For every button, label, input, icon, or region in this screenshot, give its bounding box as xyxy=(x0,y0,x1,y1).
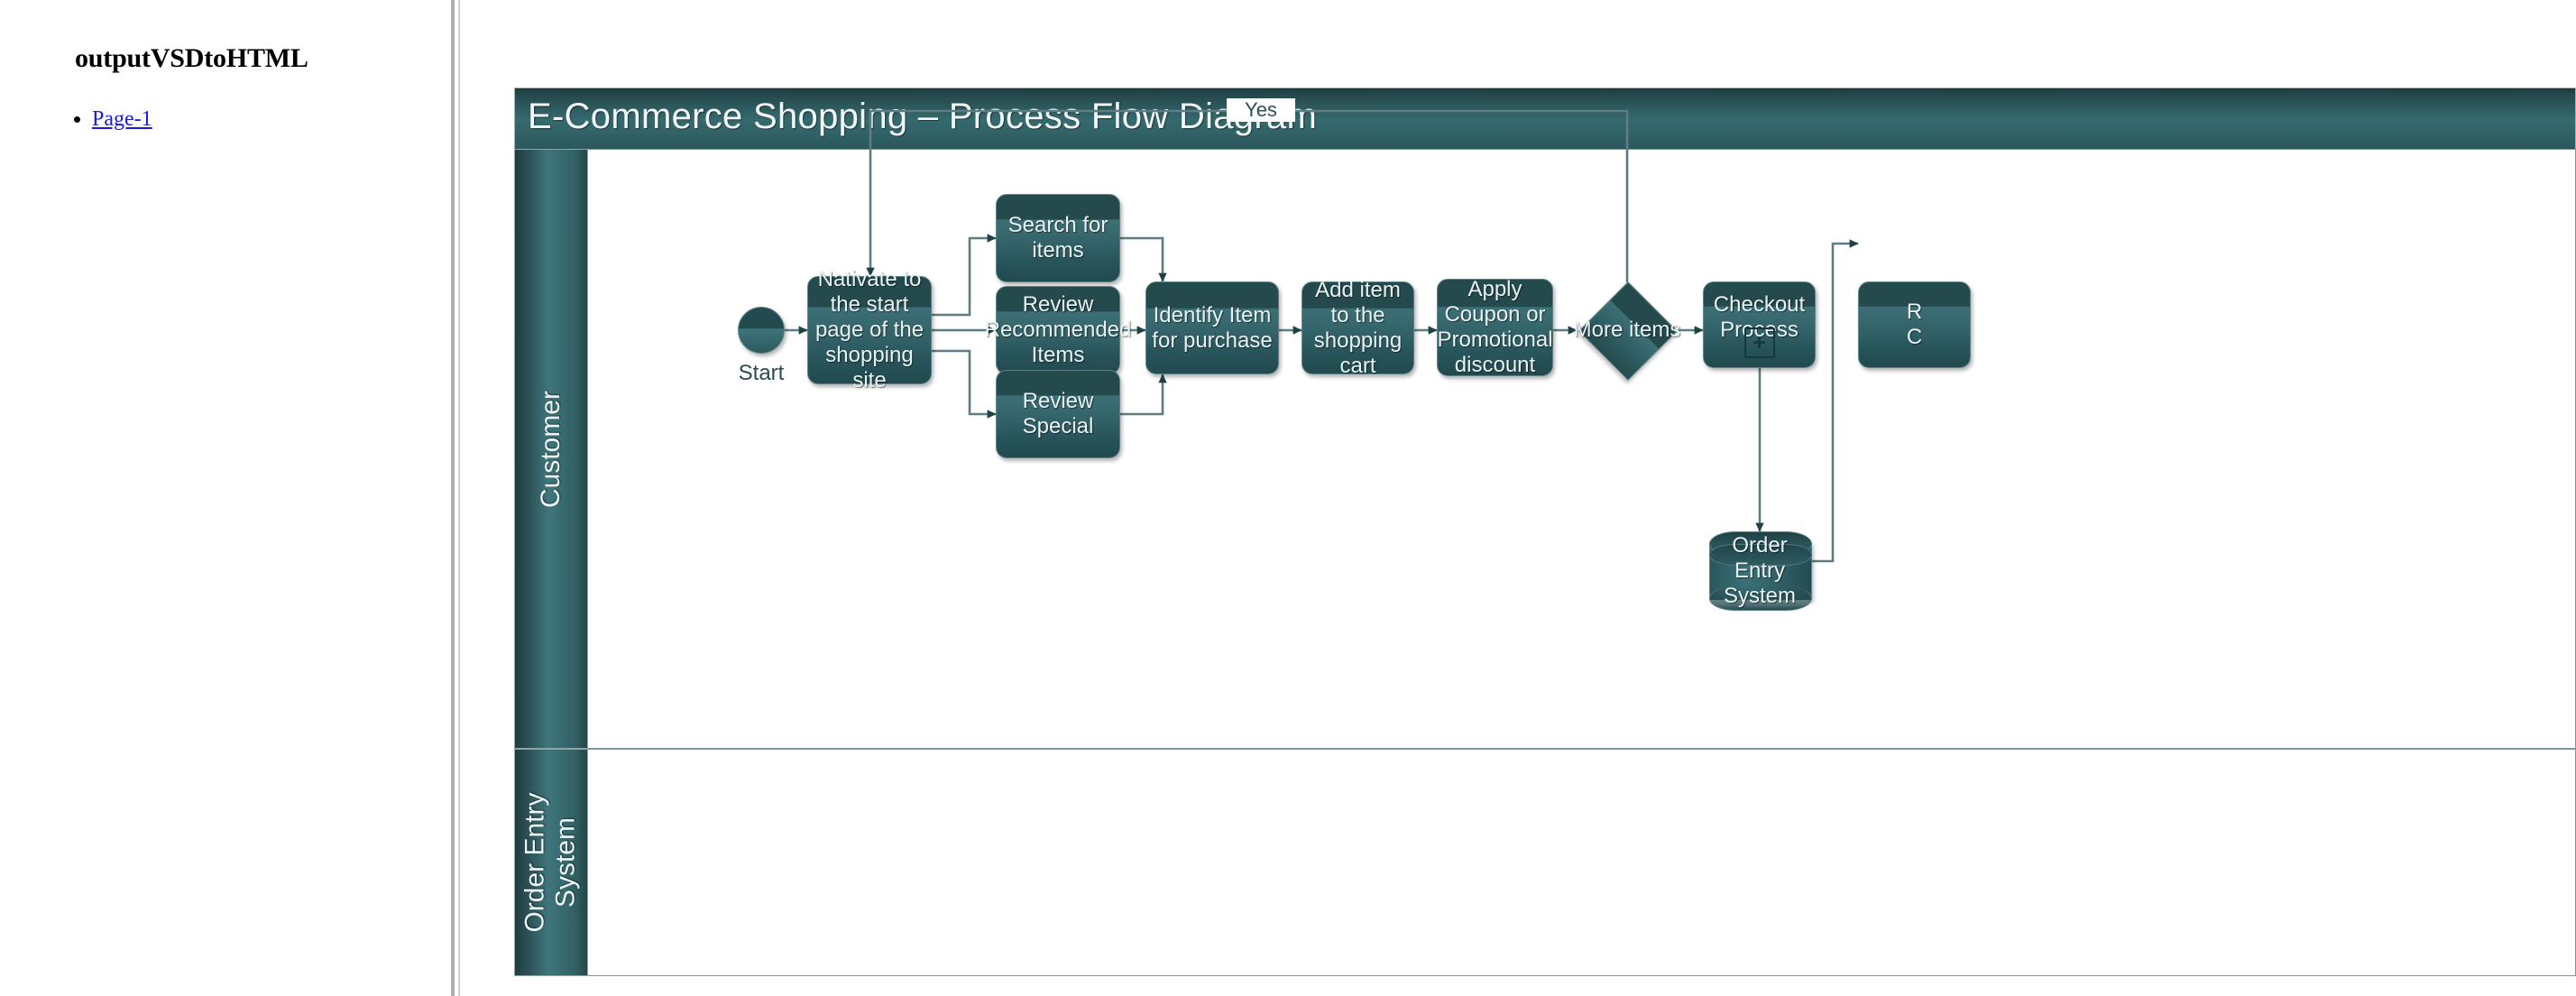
node-review-recommended-items[interactable]: Review Recommended Items xyxy=(985,286,1131,374)
swimlane-body-order-entry-system xyxy=(588,749,2576,976)
node-coupon-label: Apply Coupon or Promotional discount xyxy=(1437,277,1553,377)
node-apply-coupon[interactable]: Apply Coupon or Promotional discount xyxy=(1437,277,1553,377)
node-start[interactable] xyxy=(738,307,785,354)
node-navigate-to-start-page[interactable]: Nativate to the start page of the shoppi… xyxy=(807,267,932,392)
node-order-entry-system-database[interactable]: Order Entry System xyxy=(1709,531,1812,611)
node-review-label: R C xyxy=(1906,300,1923,349)
page-link-page-1[interactable]: Page-1 xyxy=(92,107,152,131)
navigation-pane: outputVSDtoHTML Page-1 xyxy=(0,0,451,996)
node-start-label: Start xyxy=(738,361,785,385)
swimlane-header-customer: Customer xyxy=(514,149,588,749)
database-bottom-ellipse xyxy=(1709,586,1812,611)
node-navigate-label: Nativate to the start page of the shoppi… xyxy=(814,267,925,392)
swimlane-label-wrap-customer: Customer xyxy=(515,150,587,748)
node-recommended-label: Review Recommended Items xyxy=(984,292,1132,367)
list-item: Page-1 xyxy=(92,106,152,132)
node-add-item-to-cart[interactable]: Add item to the shopping cart xyxy=(1302,278,1414,378)
subprocess-plus-icon[interactable]: + xyxy=(1743,327,1775,358)
diagram-title: E-Commerce Shopping – Process Flow Diagr… xyxy=(528,97,1318,136)
node-search-label: Search for items xyxy=(1007,213,1109,263)
swimlane-label-line2: System xyxy=(551,816,582,908)
node-addcart-label: Add item to the shopping cart xyxy=(1313,277,1403,378)
swimlane-customer: Customer xyxy=(514,149,2576,749)
pane-divider-shadow xyxy=(458,0,460,996)
node-identify-label: Identify Item for purchase xyxy=(1152,302,1273,353)
process-flow-diagram: E-Commerce Shopping – Process Flow Diagr… xyxy=(514,88,2576,976)
pane-divider xyxy=(451,0,455,996)
diagram-title-bar: E-Commerce Shopping – Process Flow Diagr… xyxy=(514,88,2576,149)
node-checkout-label: Checkout Process xyxy=(1713,292,1806,342)
swimlane-body-customer xyxy=(588,149,2576,749)
node-checkout-process[interactable]: Checkout Process + xyxy=(1703,281,1816,368)
page-list: Page-1 xyxy=(54,106,152,132)
page-title: outputVSDtoHTML xyxy=(75,43,308,73)
database-ring xyxy=(1709,544,1812,566)
edge-label-yes: Yes xyxy=(1227,98,1295,122)
node-identify-item-for-purchase[interactable]: Identify Item for purchase xyxy=(1145,281,1279,374)
node-review-special[interactable]: Review Special xyxy=(996,370,1120,458)
swimlane-label-customer: Customer xyxy=(536,390,566,508)
node-review-order-confirmation[interactable]: R C xyxy=(1858,281,1971,368)
swimlane-label-line1: Order Entry xyxy=(520,792,551,933)
node-more-items-decision[interactable]: More items xyxy=(1574,281,1680,382)
node-search-for-items[interactable]: Search for items xyxy=(996,194,1120,282)
node-special-label: Review Special xyxy=(1022,389,1094,438)
node-database-label: Order Entry System xyxy=(1723,533,1796,608)
node-more-items-label: More items xyxy=(1573,318,1681,342)
